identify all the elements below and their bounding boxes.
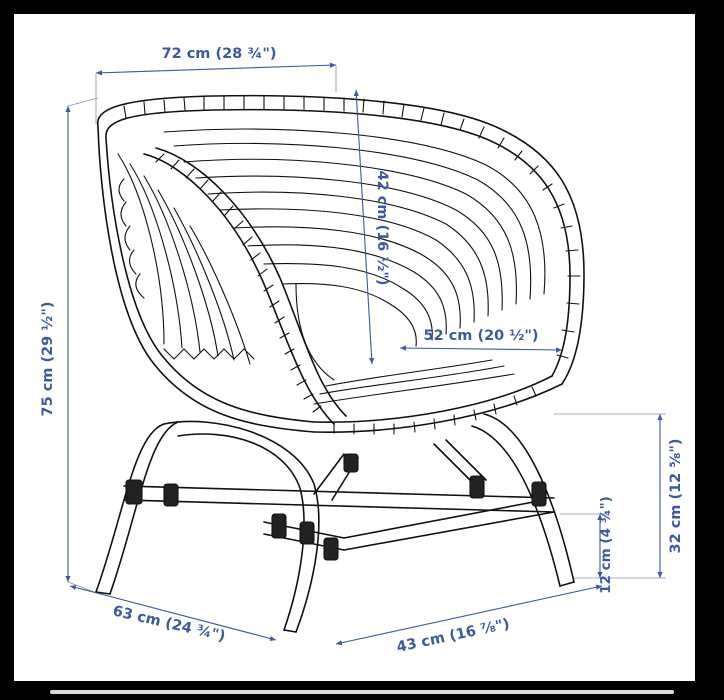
height-label: 75 cm (29 ½") — [40, 301, 56, 416]
rim-weave — [123, 95, 581, 359]
backrest-strips — [163, 128, 546, 347]
front-width-label: 43 cm (16 ⅞") — [395, 616, 511, 656]
image-panel: 72 cm (28 ¾") 75 cm (29 ½") 42 cm (16 ½"… — [14, 14, 695, 681]
seat-width-label: 52 cm (20 ½") — [423, 328, 538, 344]
seat-height-label: 32 cm (12 ⅝") — [668, 438, 684, 553]
dimension-annotations: 72 cm (28 ¾") 75 cm (29 ½") 42 cm (16 ½"… — [40, 46, 684, 656]
width-dimension-line — [95, 62, 337, 76]
cross-bar-height-label: 12 cm (4 ¾") — [598, 496, 614, 594]
front-width-line — [335, 584, 603, 646]
seat-back-height-label: 42 cm (16 ½") — [374, 170, 390, 285]
seat-width-line — [399, 345, 563, 353]
depth-label: 63 cm (24 ¾") — [111, 603, 227, 644]
width-label: 72 cm (28 ¾") — [161, 46, 276, 62]
chair-dimension-drawing: 72 cm (28 ¾") 75 cm (29 ½") 42 cm (16 ½"… — [40, 46, 684, 656]
home-indicator[interactable] — [50, 690, 674, 694]
chair-illustration — [95, 94, 585, 633]
seat-back-height-line — [353, 89, 375, 365]
chair-legs — [95, 413, 575, 633]
depth-line — [69, 584, 277, 642]
status-bar — [0, 0, 724, 14]
